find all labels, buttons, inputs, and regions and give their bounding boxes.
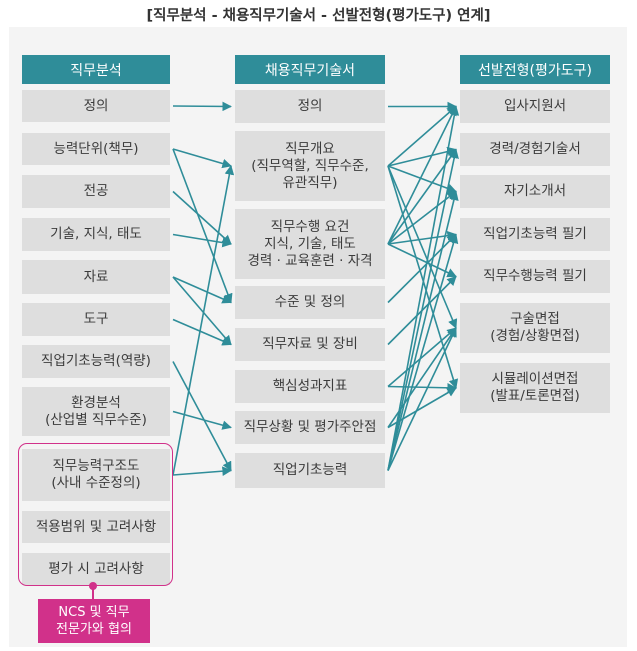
- arrow-analysis-to-description: [172, 148, 233, 304]
- arrow-analysis-to-description: [172, 190, 232, 245]
- description-item-overview: 직무개요 (직무역할, 직무수준, 유관직무): [235, 131, 385, 201]
- header-job-analysis: 직무분석: [22, 55, 170, 84]
- analysis-item-environment: 환경분석 (산업별 직무수준): [22, 387, 170, 436]
- analysis-item-competency-unit: 능력단위(책무): [22, 133, 170, 165]
- callout-stem: [92, 588, 94, 600]
- selection-item-application: 입사지원서: [460, 90, 610, 123]
- selection-item-simulation-interview: 시뮬레이션면접 (발표/토론면접): [460, 363, 610, 413]
- diagram-title: [직무분석 - 채용직무기술서 - 선발전형(평가도구) 연계]: [146, 8, 491, 24]
- arrow-analysis-to-description: [172, 276, 232, 346]
- description-item-definition: 정의: [235, 90, 385, 123]
- description-item-basic-competency: 직업기초능력: [235, 453, 385, 488]
- arrow-description-to-selection: [387, 105, 460, 471]
- arrow-description-to-selection: [387, 146, 457, 167]
- description-item-equipment: 직무자료 및 장비: [235, 328, 385, 361]
- selection-item-basic-test: 직업기초능력 필기: [460, 218, 610, 251]
- analysis-item-major: 전공: [22, 175, 170, 208]
- arrow-analysis-to-description: [172, 101, 232, 112]
- analysis-item-basic-competency: 직업기초능력(역량): [22, 345, 170, 378]
- description-item-requirements: 직무수행 요건 지식, 기술, 태도 경력 · 교육훈련 · 자격: [235, 209, 385, 279]
- arrow-description-to-selection: [387, 383, 457, 393]
- analysis-item-materials: 자료: [22, 260, 170, 294]
- header-selection: 선발전형(평가도구): [460, 55, 610, 84]
- arrow-analysis-to-description: [172, 233, 232, 248]
- analysis-item-scope: 적용범위 및 고려사항: [22, 511, 170, 543]
- arrow-analysis-to-description: [172, 148, 232, 169]
- analysis-item-tools: 도구: [22, 303, 170, 336]
- arrow-description-to-selection: [387, 327, 457, 471]
- arrow-description-to-selection: [387, 327, 457, 388]
- description-item-situation: 직무상황 및 평가주안점: [235, 411, 385, 444]
- description-item-kpi: 핵심성과지표: [235, 370, 385, 403]
- arrow-analysis-to-description: [172, 165, 235, 476]
- arrow-description-to-selection: [387, 190, 459, 471]
- selection-item-self-intro: 자기소개서: [460, 175, 610, 208]
- arrow-analysis-to-description: [172, 410, 232, 430]
- arrow-description-to-selection: [387, 105, 457, 245]
- callout-dot: [89, 582, 97, 590]
- analysis-item-ksa: 기술, 지식, 태도: [22, 218, 170, 251]
- analysis-item-evaluation-notes: 평가 시 고려사항: [22, 553, 170, 585]
- arrow-description-to-selection: [387, 165, 457, 193]
- consultation-group: [18, 443, 173, 586]
- arrow-analysis-to-description: [172, 466, 232, 476]
- arrow-analysis-to-description: [172, 276, 232, 304]
- selection-item-job-test: 직무수행능력 필기: [460, 260, 610, 293]
- arrow-description-to-selection: [387, 233, 457, 304]
- arrow-analysis-to-description: [172, 318, 232, 346]
- analysis-item-structure-map: 직무능력구조도 (사내 수준정의): [22, 449, 170, 501]
- selection-item-oral-interview: 구술면접 (경험/상황면접): [460, 303, 610, 353]
- header-job-description: 채용직무기술서: [235, 55, 385, 84]
- arrow-description-to-selection: [387, 148, 459, 471]
- analysis-item-definition: 정의: [22, 90, 170, 122]
- arrow-analysis-to-description: [172, 361, 232, 472]
- consultation-label: NCS 및 직무 전문가와 협의: [38, 599, 150, 643]
- description-item-level: 수준 및 정의: [235, 286, 385, 319]
- arrow-description-to-selection: [387, 105, 457, 167]
- arrow-description-to-selection: [387, 233, 459, 471]
- arrow-description-to-selection: [387, 165, 458, 329]
- selection-item-experience: 경력/경험기술서: [460, 133, 610, 166]
